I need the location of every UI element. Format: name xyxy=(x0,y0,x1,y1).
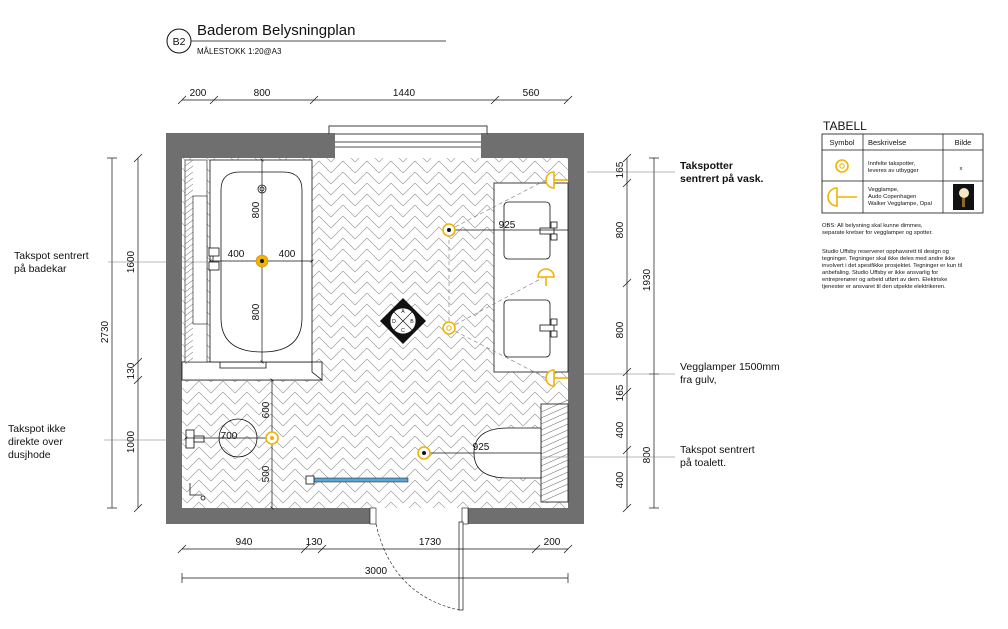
svg-text:1930: 1930 xyxy=(642,268,653,291)
svg-text:600: 600 xyxy=(261,401,272,418)
svg-text:Beskrivelse: Beskrivelse xyxy=(868,138,906,147)
svg-text:925: 925 xyxy=(499,220,516,231)
elevation-marker: A B C D xyxy=(380,298,426,344)
legend-table: TABELL Symbol Beskrivelse Bilde Innfelte… xyxy=(821,119,984,214)
title-block: B2 Baderom Belysningplan MÅLESTOKK 1:20@… xyxy=(166,22,446,56)
spot-icon xyxy=(265,431,279,445)
svg-text:800: 800 xyxy=(251,303,262,320)
shower xyxy=(185,418,409,501)
svg-text:400: 400 xyxy=(615,471,626,488)
svg-text:3000: 3000 xyxy=(365,566,388,577)
svg-text:OBS: All belysning skal kunne: OBS: All belysning skal kunne dimmes,sep… xyxy=(822,223,933,236)
svg-text:400: 400 xyxy=(279,249,296,260)
svg-text:800: 800 xyxy=(254,88,271,99)
exterior-dimension-lines xyxy=(107,95,659,583)
svg-text:D: D xyxy=(392,319,396,325)
circuit-lines xyxy=(448,179,547,379)
svg-text:800: 800 xyxy=(251,201,262,218)
wall-lamp-icon xyxy=(545,369,568,387)
svg-text:500: 500 xyxy=(261,465,272,482)
interior-dimension-labels: 800 800 400 400 925 600 500 700 925 xyxy=(221,201,516,482)
wall-lamp-icon xyxy=(537,268,555,286)
svg-text:Studio Uffsby reserverer oppha: Studio Uffsby reserverer opphavsrett til… xyxy=(822,249,962,290)
notes: OBS: All belysning skal kunne dimmes,sep… xyxy=(822,223,962,290)
wall-lamp-icon xyxy=(545,171,568,189)
wall-lamps xyxy=(537,171,568,387)
glass-screen xyxy=(311,477,409,483)
toilet xyxy=(473,399,569,503)
svg-text:130: 130 xyxy=(306,537,323,548)
svg-text:B: B xyxy=(410,319,414,325)
spot-icon xyxy=(417,446,431,460)
spot-icon xyxy=(442,223,456,237)
svg-text:165: 165 xyxy=(615,384,626,401)
svg-text:Bilde: Bilde xyxy=(955,138,972,147)
svg-text:165: 165 xyxy=(615,161,626,178)
door-leaf xyxy=(458,521,464,611)
spot-icon xyxy=(442,321,456,335)
ceiling-spots xyxy=(255,223,456,460)
svg-text:200: 200 xyxy=(544,537,561,548)
svg-text:2730: 2730 xyxy=(100,320,111,343)
svg-text:Symbol: Symbol xyxy=(829,138,854,147)
svg-text:C: C xyxy=(401,328,405,334)
door-opening xyxy=(376,508,468,524)
svg-text:400: 400 xyxy=(615,421,626,438)
callout-leaders xyxy=(104,171,675,458)
svg-text:Innfelte takspotter,leveres av: Innfelte takspotter,leveres av utbygger xyxy=(868,161,919,174)
svg-text:940: 940 xyxy=(236,537,253,548)
window-opening xyxy=(333,133,487,158)
wall-lamp-icon xyxy=(827,187,857,207)
svg-text:A: A xyxy=(401,309,405,315)
svg-text:130: 130 xyxy=(126,362,137,379)
spot-icon xyxy=(835,159,849,173)
sink-taps xyxy=(539,221,558,338)
svg-text:800: 800 xyxy=(615,221,626,238)
vanity xyxy=(493,182,569,373)
svg-text:x: x xyxy=(960,166,963,172)
svg-text:700: 700 xyxy=(221,431,238,442)
exterior-dimension-labels: 200 800 1440 560 940 130 1730 200 3000 1… xyxy=(100,88,653,577)
svg-text:925: 925 xyxy=(473,442,490,453)
svg-text:200: 200 xyxy=(190,88,207,99)
page-title: Baderom Belysningplan xyxy=(197,22,355,39)
svg-text:560: 560 xyxy=(523,88,540,99)
sheet-badge-label: B2 xyxy=(173,36,186,48)
scale-label: MÅLESTOKK 1:20@A3 xyxy=(197,47,282,56)
svg-text:800: 800 xyxy=(615,321,626,338)
walls xyxy=(166,125,584,611)
svg-text:1440: 1440 xyxy=(393,88,416,99)
lamp-photo xyxy=(953,184,974,210)
door-swing xyxy=(375,523,460,611)
svg-text:800: 800 xyxy=(642,446,653,463)
svg-text:1000: 1000 xyxy=(126,430,137,453)
window-frame xyxy=(328,125,488,135)
svg-text:1730: 1730 xyxy=(419,537,442,548)
table-title: TABELL xyxy=(823,119,867,133)
spot-icon xyxy=(255,254,269,268)
svg-text:400: 400 xyxy=(228,249,245,260)
